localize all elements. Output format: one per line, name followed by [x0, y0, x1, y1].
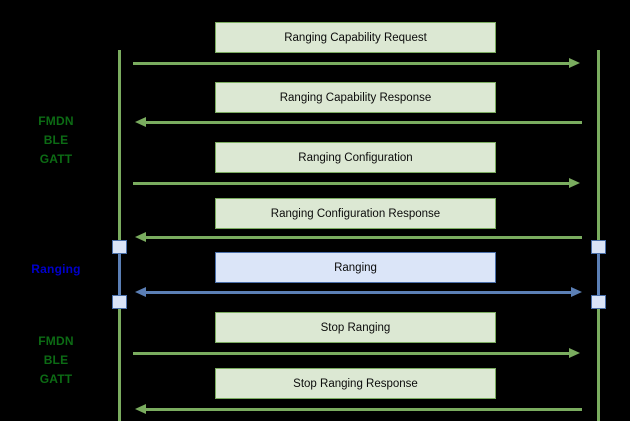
left-activation-bar	[118, 246, 121, 302]
left-lifeline	[118, 50, 121, 421]
message-box-ranging-configuration: Ranging Configuration	[215, 142, 496, 173]
left-activation-start-box	[112, 240, 127, 254]
message-box-stop-ranging-response: Stop Ranging Response	[215, 368, 496, 399]
phase-label-ranging: Ranging	[31, 262, 81, 276]
arrowhead-right-icon	[569, 178, 580, 188]
right-activation-start-box	[591, 240, 606, 254]
arrowhead-right-icon	[569, 58, 580, 68]
right-lifeline	[597, 50, 600, 421]
right-activation-bar	[597, 246, 600, 302]
right-activation-end-box	[591, 295, 606, 309]
phase-label-fmdn-ble-gatt-top: FMDN BLE GATT	[38, 114, 74, 166]
arrow-shaft	[146, 236, 582, 239]
message-box-ranging-configuration-response: Ranging Configuration Response	[215, 198, 496, 229]
arrow-shaft	[133, 182, 569, 185]
message-box-ranging-capability-response: Ranging Capability Response	[215, 82, 496, 113]
arrow-shaft	[133, 352, 569, 355]
arrow-shaft	[146, 291, 571, 294]
arrow-shaft	[133, 62, 569, 65]
arrow-ranging-bidirectional	[135, 287, 582, 298]
arrowhead-left-icon	[135, 117, 146, 127]
left-activation-end-box	[112, 295, 127, 309]
arrow-ranging-capability-response	[135, 117, 582, 128]
message-box-ranging-capability-request: Ranging Capability Request	[215, 22, 496, 53]
arrow-stop-ranging	[133, 348, 580, 359]
arrow-ranging-configuration	[133, 178, 580, 189]
arrow-ranging-capability-request	[133, 58, 580, 69]
arrowhead-right-icon	[569, 348, 580, 358]
arrowhead-left-icon	[135, 287, 146, 297]
arrow-shaft	[146, 408, 582, 411]
arrow-shaft	[146, 121, 582, 124]
arrowhead-left-icon	[135, 404, 146, 414]
message-box-stop-ranging: Stop Ranging	[215, 312, 496, 343]
arrow-stop-ranging-response	[135, 404, 582, 415]
arrow-ranging-configuration-response	[135, 232, 582, 243]
arrowhead-right-icon	[571, 287, 582, 297]
arrowhead-left-icon	[135, 232, 146, 242]
phase-label-fmdn-ble-gatt-bottom: FMDN BLE GATT	[38, 334, 74, 386]
message-box-ranging: Ranging	[215, 252, 496, 283]
